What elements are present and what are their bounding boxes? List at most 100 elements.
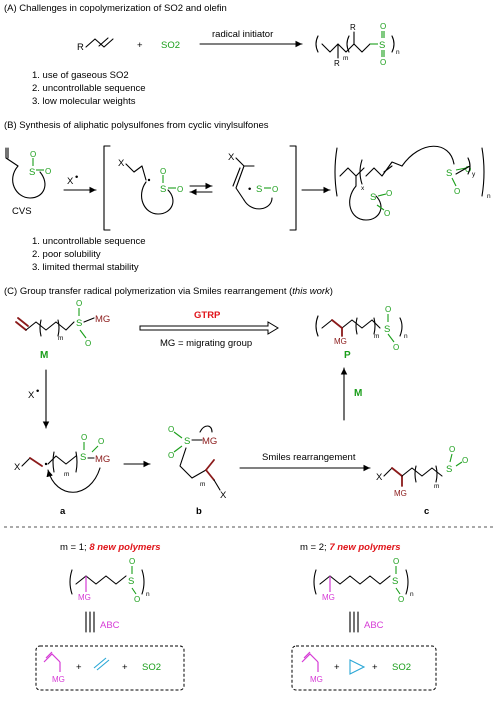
svg-text:S: S [76,318,82,329]
olefin-structure: R [77,37,114,53]
svg-text:MG: MG [78,593,91,602]
limitation-1: 1. uncontrollable sequence [32,236,146,247]
smiles-rearrangement-label: Smiles rearrangement [262,452,356,463]
svg-text:S: S [256,184,262,195]
svg-text:O: O [168,451,174,460]
svg-text:S: S [379,40,385,51]
aliphatic-polysulfone: S O O x S O O y n [334,145,491,221]
bracket-b-left [103,145,111,231]
polymer-p-label: P [344,350,351,361]
svg-text:S: S [392,576,398,587]
svg-text:O: O [76,299,82,308]
svg-text:m: m [374,333,379,340]
radical-dot-b: • [75,172,78,183]
svg-text:O: O [30,150,36,159]
svg-text:MG: MG [394,489,407,498]
bracket-b-right [289,145,297,231]
svg-text:X: X [228,152,235,163]
monomers-box-left [35,645,185,691]
svg-text:m: m [200,481,205,488]
limitation-3: 3. limited thermal stability [32,262,139,273]
so2-left: SO2 [142,662,161,673]
so2-reagent-a: SO2 [161,40,180,51]
challenge-3: 3. low molecular weights [32,96,136,107]
polymer-m2-structure: MG S O O n [313,557,414,604]
intermediate-c-label: c [424,506,429,517]
polysulfone-product-a: R R m S O O n [315,22,400,68]
svg-text:O: O [98,437,104,446]
svg-text:O: O [386,189,392,198]
polymer-p-structure: MG m S O O n [315,305,408,352]
monomers-box-right [291,645,437,691]
radical-intermediate-b2: X • S O [228,152,278,210]
section-a-title: (A) Challenges in copolymerization of SO… [4,3,227,14]
limitation-2: 2. poor solubility [32,249,101,260]
so2-right: SO2 [392,662,411,673]
svg-text:MG: MG [310,675,323,684]
cvs-label: CVS [12,206,32,217]
svg-text:O: O [272,185,278,194]
equilibrium-arrows [189,182,213,196]
svg-text:S: S [160,184,166,195]
plus-right-1: + [334,662,340,673]
svg-text:O: O [85,339,91,348]
svg-text:MG: MG [52,675,65,684]
abc-label-right: ABC [364,620,384,631]
product-a-n-subscript: n [396,49,400,56]
radical-initiator-label: radical initiator [212,29,273,40]
svg-text:O: O [129,557,135,566]
challenge-2: 2. uncontrollable sequence [32,83,146,94]
monomer-m-structure: m S O O MG [15,299,110,348]
svg-text:n: n [410,591,414,598]
svg-text:•: • [248,184,251,195]
svg-text:MG: MG [95,314,110,325]
x-radical-b: X [67,176,74,187]
svg-text:m: m [64,471,69,478]
plus-left-2: + [122,662,128,673]
plus-left-1: + [76,662,82,673]
svg-text:O: O [393,557,399,566]
svg-text:n: n [487,193,491,200]
retrosynthesis-symbol-left [85,611,95,633]
plus-right-2: + [372,662,378,673]
svg-text:y: y [472,171,476,178]
svg-text:X: X [118,158,125,169]
svg-text:O: O [45,167,51,176]
svg-text:O: O [454,187,460,196]
svg-text:MG: MG [322,593,335,602]
ethylene-left [93,657,110,671]
svg-text:S: S [184,436,190,447]
svg-text:S: S [446,168,452,179]
monomer-m-label: M [40,350,48,361]
svg-text:O: O [177,185,183,194]
svg-text:O: O [380,58,386,67]
gtrp-label: GTRP [194,310,221,321]
intermediate-a-label: a [60,506,66,517]
svg-text:m: m [58,335,63,342]
section-b-title: (B) Synthesis of aliphatic polysulfones … [4,120,269,131]
svg-text:MG: MG [202,436,217,447]
olefin-r-label: R [77,42,84,53]
svg-text:O: O [81,433,87,442]
svg-text:O: O [393,343,399,352]
plus-sign-a: + [137,40,143,51]
section-c-title: (C) Group transfer radical polymerizatio… [4,286,333,297]
svg-text:O: O [380,22,386,31]
svg-text:m: m [434,483,439,490]
svg-text:S: S [29,167,35,178]
cvs-structure: S O O [5,147,51,199]
svg-text:O: O [465,165,471,174]
x-radical-c: X [28,390,35,401]
svg-text:O: O [385,305,391,314]
svg-text:X: X [220,490,227,501]
svg-text:O: O [134,595,140,604]
svg-text:X: X [14,462,21,473]
svg-text:X: X [376,472,383,483]
svg-text:n: n [404,333,408,340]
svg-text:O: O [449,445,455,454]
challenge-1: 1. use of gaseous SO2 [32,70,129,81]
svg-text:S: S [370,192,376,203]
intermediate-c-structure: X MG m S O O [376,445,468,498]
svg-text:S: S [80,452,86,463]
svg-text:S: S [446,464,452,475]
